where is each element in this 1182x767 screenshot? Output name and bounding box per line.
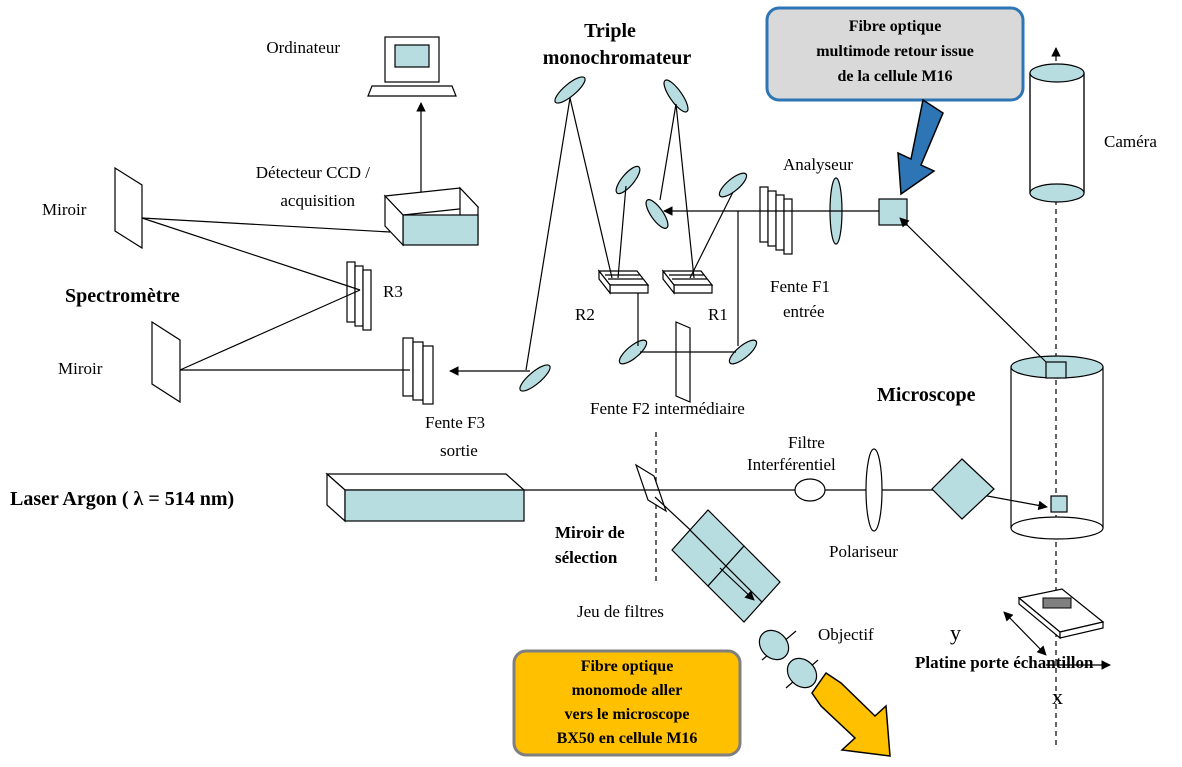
beam-prism <box>931 458 995 520</box>
mirror-bottom-label: Miroir <box>58 359 103 378</box>
selection-mirror <box>634 463 668 513</box>
outgoing-fibre-line3: vers le microscope <box>565 706 690 723</box>
r3-label: R3 <box>383 282 403 301</box>
triple-title-line2: monochromateur <box>543 47 692 69</box>
grating-r3 <box>346 261 372 331</box>
return-fibre-line1: Fibre optique <box>849 18 942 35</box>
mirror-top-label: Miroir <box>42 200 87 219</box>
return-fibre-arrow <box>897 98 944 196</box>
f2-label: Fente F2 intermédiaire <box>590 399 745 418</box>
microscope-to-fibre-beam <box>899 217 1047 363</box>
f3-label-line1: Fente F3 <box>425 413 485 432</box>
axis-y-label: y <box>950 620 961 645</box>
return-fibre-line2: multimode retour issue <box>816 43 974 60</box>
r2-label: R2 <box>575 305 595 324</box>
return-fibre-callout: Fibre optique multimode retour issue de … <box>765 6 1025 102</box>
outgoing-fibre-line4: BX50 en cellule M16 <box>557 730 698 747</box>
interference-filter <box>794 478 826 502</box>
selection-mirror-label-line1: Miroir de <box>555 523 625 542</box>
filter-set <box>671 509 781 623</box>
stage-y-arrow <box>1003 611 1047 656</box>
computer-label: Ordinateur <box>266 38 340 57</box>
camera-icon <box>1029 63 1085 203</box>
monochromator-beam-paths <box>449 97 879 376</box>
outgoing-fibre-arrow <box>811 671 891 757</box>
laser-label: Laser Argon ( λ = 514 nm) <box>10 488 234 510</box>
spectrometer-title: Spectromètre <box>65 285 180 307</box>
f3-label-line2: sortie <box>440 441 478 460</box>
return-fibre-line3: de la cellule M16 <box>837 68 952 85</box>
polariser-lens <box>865 448 883 532</box>
camera-label: Caméra <box>1104 132 1157 151</box>
grating-r2 <box>597 269 650 295</box>
filter-set-beam <box>719 567 755 601</box>
f1-label-line2: entrée <box>783 302 825 321</box>
monochromator-mirrors <box>519 76 758 392</box>
stage-label: Platine porte échantillon <box>915 653 1094 672</box>
filter-label-line2: Interférentiel <box>747 455 836 474</box>
slit-f1 <box>759 186 793 255</box>
sample-stage <box>1017 588 1105 640</box>
ccd-detector <box>383 186 480 247</box>
polariser-label: Polariseur <box>829 542 898 561</box>
r1-label: R1 <box>708 305 728 324</box>
filter-label-line1: Filtre <box>788 433 825 452</box>
triple-title-line1: Triple <box>584 20 636 42</box>
axis-x-label: x <box>1052 684 1063 709</box>
spectrometer-mirror-bottom <box>151 320 181 404</box>
outgoing-fibre-callout: Fibre optique monomode aller vers le mic… <box>512 649 742 757</box>
microscope-top-port <box>1045 361 1067 379</box>
spectrometer-mirror-top <box>114 166 143 250</box>
f1-label-line1: Fente F1 <box>770 277 830 296</box>
spectrometer-beam-paths <box>141 217 410 371</box>
objective-lens <box>758 629 819 689</box>
selection-mirror-label-line2: sélection <box>555 548 618 567</box>
ccd-label-line2: acquisition <box>280 191 355 210</box>
grating-r1 <box>661 269 714 295</box>
laser-source <box>325 472 526 523</box>
filter-set-label: Jeu de filtres <box>577 602 664 621</box>
computer-icon <box>367 36 457 97</box>
outgoing-fibre-line2: monomode aller <box>572 682 683 699</box>
objective-label: Objectif <box>818 625 874 644</box>
analyser-label: Analyseur <box>783 155 853 174</box>
ccd-label-line1: Détecteur CCD / <box>256 163 371 182</box>
slit-f3 <box>402 337 434 405</box>
outgoing-fibre-line1: Fibre optique <box>581 658 674 675</box>
slit-f2 <box>675 321 691 403</box>
microscope-title: Microscope <box>877 384 976 406</box>
microscope-inner-mirror <box>1050 495 1068 513</box>
